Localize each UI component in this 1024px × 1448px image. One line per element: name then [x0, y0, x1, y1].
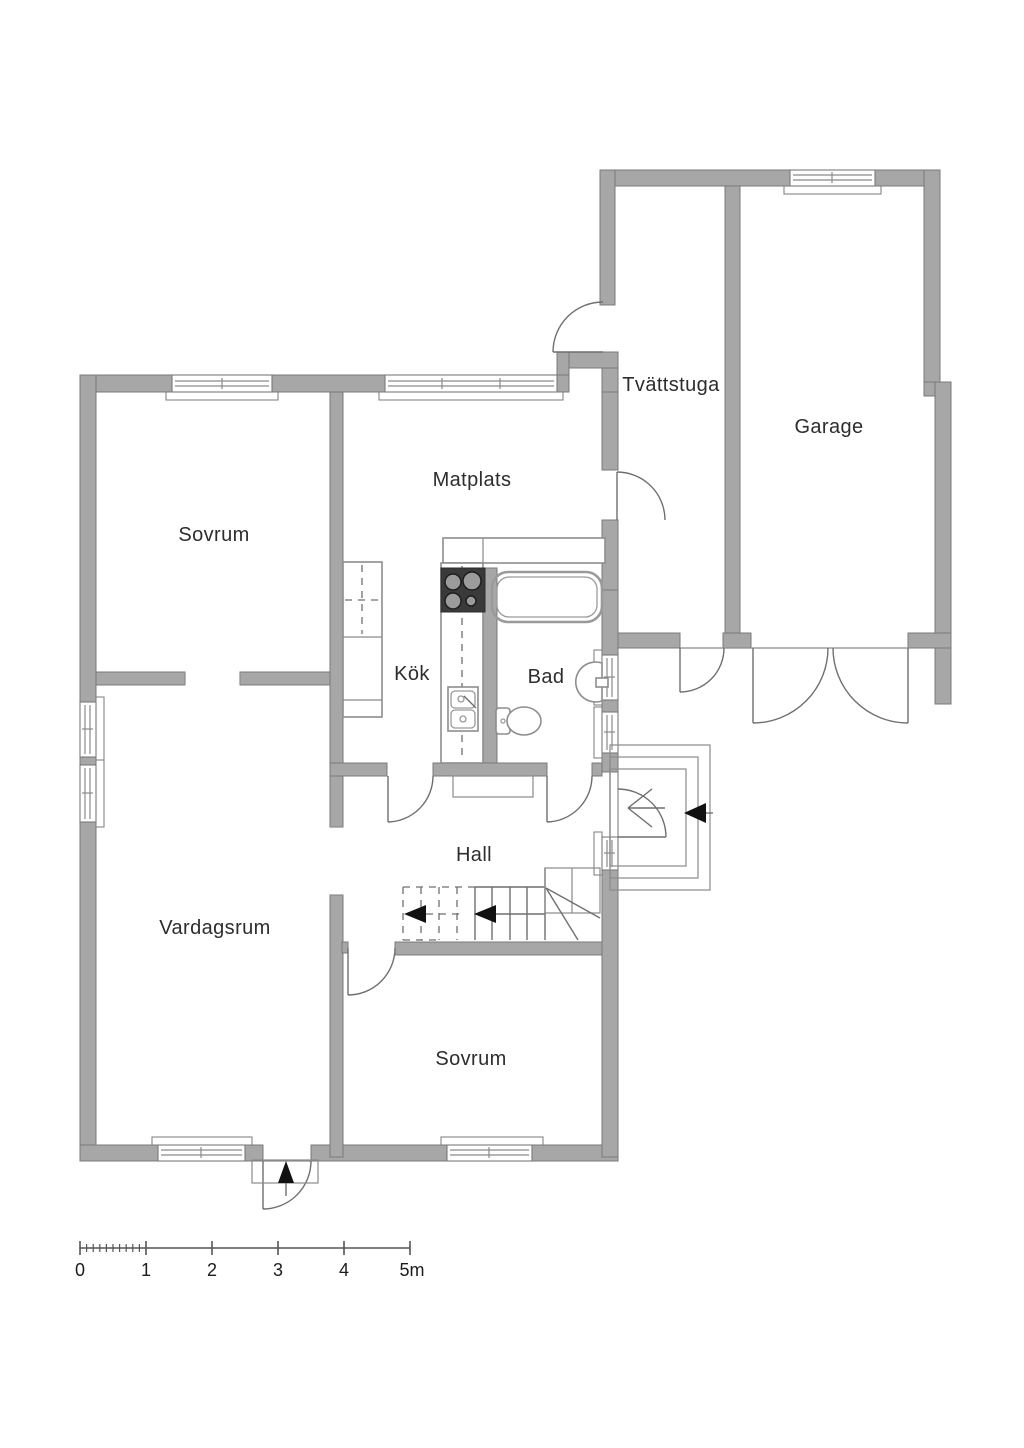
room-label-vardagsrum: Vardagsrum: [159, 917, 270, 939]
kitchen-fixtures: [342, 537, 606, 764]
door: [262, 1160, 312, 1210]
laundry-garage-walls: [556, 169, 952, 705]
window: [783, 169, 882, 195]
stair-arrow-icon: [404, 905, 460, 923]
garage-doors: [752, 647, 909, 724]
windows: [79, 169, 882, 1162]
scale-label-5m: 5m: [399, 1260, 424, 1280]
door: [387, 775, 434, 823]
south-entrance-step: [251, 1159, 319, 1196]
entrance-arrow-icon: [627, 788, 713, 828]
counter: [442, 537, 606, 564]
room-label-kok: Kök: [394, 663, 430, 685]
window: [593, 706, 619, 759]
window: [151, 1136, 253, 1162]
room-label-garage: Garage: [794, 416, 863, 438]
bathroom-fixtures: [490, 570, 609, 736]
entrance-arrow-icon: [278, 1161, 294, 1196]
room-label-sovrum-top: Sovrum: [178, 524, 249, 546]
scale-label-2: 2: [207, 1260, 217, 1280]
room-label-hall: Hall: [456, 844, 492, 866]
door: [546, 775, 593, 823]
scale-minor-ticks: [85, 1244, 140, 1252]
cabinets: [342, 561, 383, 718]
bathtub-icon: [490, 570, 604, 624]
room-labels: Sovrum Matplats Tvättstuga Garage Kök Ba…: [159, 374, 863, 1070]
door: [679, 647, 725, 693]
door: [347, 947, 396, 996]
opening-ticks: [184, 672, 343, 896]
wardrobe: [452, 775, 534, 798]
stairs: [402, 867, 601, 941]
room-label-sovrum-bottom: Sovrum: [435, 1048, 506, 1070]
scale-label-0: 0: [75, 1260, 85, 1280]
window: [440, 1136, 544, 1162]
doors: [262, 301, 909, 1210]
entry-door: [617, 772, 667, 838]
stove-icon: [440, 567, 486, 613]
basin-icon: [575, 661, 609, 703]
window: [79, 759, 105, 828]
room-label-matplats: Matplats: [433, 469, 512, 491]
window: [165, 374, 279, 401]
main-house-walls: [79, 374, 619, 1162]
window: [378, 374, 564, 401]
room-label-tvattstuga: Tvättstuga: [622, 374, 720, 396]
room-label-bad: Bad: [528, 666, 565, 688]
stair-arrow-icon: [474, 905, 545, 923]
toilet-icon: [495, 706, 542, 736]
window: [79, 696, 105, 763]
door: [552, 301, 604, 353]
scale-label-4: 4: [339, 1260, 349, 1280]
scale-bar: 0 1 2 3 4 5m: [75, 1241, 425, 1280]
sink-icon: [447, 686, 479, 732]
entry-porch: [609, 744, 713, 891]
scale-label-1: 1: [141, 1260, 151, 1280]
scale-label-3: 3: [273, 1260, 283, 1280]
door: [616, 471, 666, 521]
